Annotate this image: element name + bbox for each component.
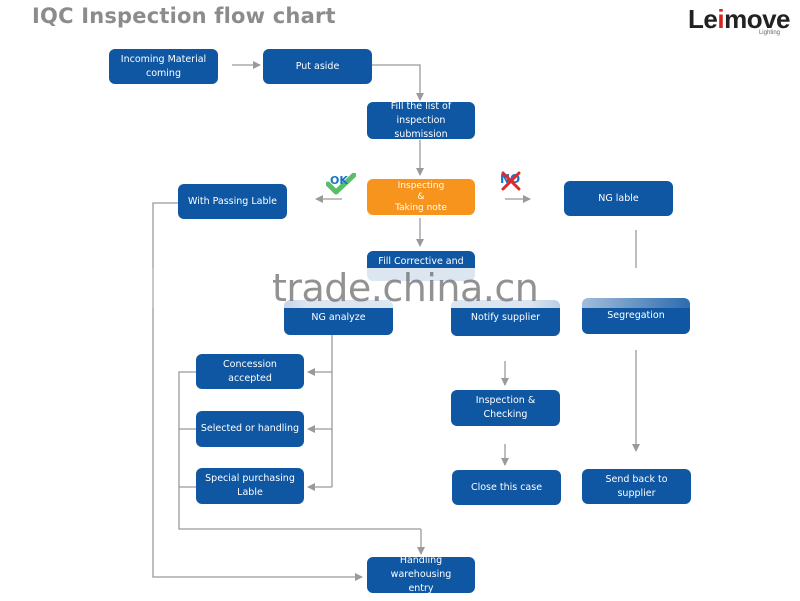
no-cross-icon — [501, 171, 521, 191]
node-put-aside: Put aside — [263, 49, 372, 84]
node-inspecting: Inspecting & Taking note — [367, 179, 475, 215]
logo-wordmark: Leimove — [688, 4, 790, 35]
brand-logo: Leimove Lighting — [688, 4, 790, 40]
logo-subtitle: Lighting — [758, 30, 780, 36]
arrow-passing-to-handling — [152, 202, 363, 581]
page-title: IQC Inspection flow chart — [32, 4, 336, 28]
node-inspection-checking: Inspection & Checking — [451, 390, 560, 426]
watermark-text: trade.china.cn — [272, 266, 539, 310]
node-ng-lable: NG lable — [564, 181, 673, 216]
node-concession-accepted: Concession accepted — [196, 354, 304, 389]
node-special-purchasing: Special purchasing Lable — [196, 468, 304, 504]
node-with-passing-lable: With Passing Lable — [178, 184, 287, 219]
logo-part-1: Le — [688, 4, 718, 34]
logo-part-3: move — [724, 4, 790, 34]
ok-check-icon — [326, 173, 356, 195]
node-incoming-material: Incoming Material coming — [109, 49, 218, 84]
ok-label: OK — [330, 174, 348, 187]
watermark-band — [140, 268, 695, 308]
node-send-back: Send back to supplier — [582, 469, 691, 504]
node-close-case: Close this case — [452, 470, 561, 505]
arrow-putaside-to-filllist — [372, 64, 424, 101]
node-handling-warehousing: Handling warehousing entry — [367, 555, 475, 594]
logo-part-2: i — [717, 4, 725, 34]
node-fill-list: Fill the list of inspection submission — [367, 101, 475, 140]
node-selected-or-handling: Selected or handling — [196, 411, 304, 447]
line-left-bracket — [178, 371, 421, 530]
